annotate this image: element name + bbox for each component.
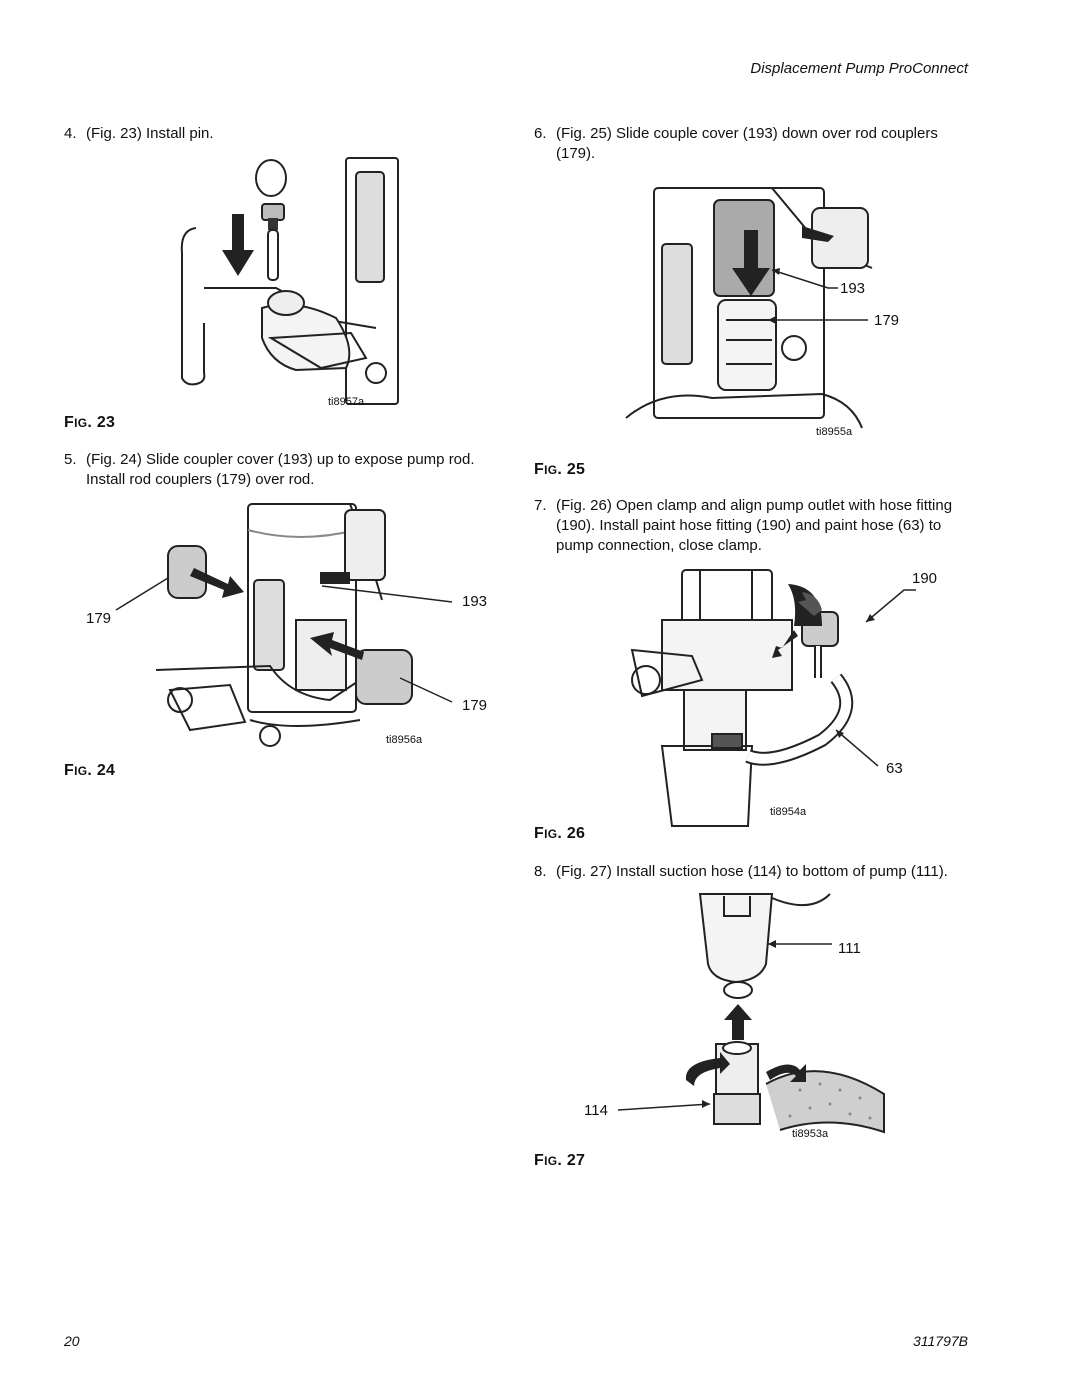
callout-179: 179 xyxy=(86,610,112,627)
figure-26-caption: FIG. 26 xyxy=(534,825,585,843)
page-header: Displacement Pump ProConnect xyxy=(750,60,968,77)
caption-smallcaps: IG xyxy=(74,764,88,778)
callout-193: 193 xyxy=(840,280,866,297)
caption-number: . 25 xyxy=(557,461,586,478)
figure-27-caption: FIG. 27 xyxy=(534,1152,585,1170)
figure-25-caption: FIG. 25 xyxy=(534,461,585,479)
caption-number: . 27 xyxy=(557,1152,586,1169)
step-number: 8. xyxy=(534,863,547,880)
callout-179: 179 xyxy=(874,312,900,329)
figure-26-illustration xyxy=(630,569,854,827)
step-text: (Fig. 27) Install suction hose (114) to … xyxy=(556,863,948,880)
caption-number: . 23 xyxy=(87,414,116,431)
caption-number: . 26 xyxy=(557,825,586,842)
step-6: 6. (Fig. 25) Slide couple cover (193) do… xyxy=(534,124,974,168)
caption-prefix: F xyxy=(534,825,545,842)
figure-25-tag: ti8955a xyxy=(816,426,853,438)
caption-number: . 24 xyxy=(87,762,116,779)
figure-23-illustration xyxy=(180,157,399,405)
caption-smallcaps: IG xyxy=(544,463,558,477)
figure-24-caption: FIG. 24 xyxy=(64,762,115,780)
figure-24-tag: ti8956a xyxy=(386,734,423,746)
figure-23-tag: ti8957a xyxy=(328,396,365,408)
caption-smallcaps: IG xyxy=(544,827,558,841)
caption-prefix: F xyxy=(64,762,75,779)
caption-prefix: F xyxy=(534,1152,545,1169)
caption-prefix: F xyxy=(534,461,545,478)
caption-prefix: F xyxy=(64,414,75,431)
figure-23-caption: FIG. 23 xyxy=(64,414,115,432)
step-text: (Fig. 25) Slide couple cover (193) down … xyxy=(556,125,938,162)
step-number: 7. xyxy=(534,497,547,514)
step-number: 6. xyxy=(534,125,547,142)
step-text: (Fig. 24) Slide coupler cover (193) up t… xyxy=(86,451,475,488)
figure-26-tag: ti8954a xyxy=(770,806,807,818)
step-7: 7. (Fig. 26) Open clamp and align pump o… xyxy=(534,496,974,560)
document-number: 311797B xyxy=(912,1333,968,1349)
callout-111: 111 xyxy=(838,940,861,957)
figure-27-illustration xyxy=(685,893,885,1134)
page-number: 20 xyxy=(64,1333,80,1349)
step-8: 8. (Fig. 27) Install suction hose (114) … xyxy=(534,862,974,884)
step-text: (Fig. 23) Install pin. xyxy=(86,125,214,142)
callout-114: 114 xyxy=(584,1102,608,1119)
step-4: 4. (Fig. 23) Install pin. xyxy=(64,124,484,146)
step-5: 5. (Fig. 24) Slide coupler cover (193) u… xyxy=(64,450,504,494)
step-text: (Fig. 26) Open clamp and align pump outl… xyxy=(556,497,953,554)
step-number: 5. xyxy=(64,451,77,468)
callout-63: 63 xyxy=(886,760,903,777)
callout-179: 179 xyxy=(462,697,488,714)
callout-193: 193 xyxy=(462,593,488,610)
figure-24-illustration xyxy=(155,503,413,747)
callout-190: 190 xyxy=(912,570,938,587)
figure-27-tag: ti8953a xyxy=(792,1128,829,1140)
caption-smallcaps: IG xyxy=(544,1154,558,1168)
figure-25-illustration xyxy=(625,187,873,429)
caption-smallcaps: IG xyxy=(74,416,88,430)
step-number: 4. xyxy=(64,125,77,142)
